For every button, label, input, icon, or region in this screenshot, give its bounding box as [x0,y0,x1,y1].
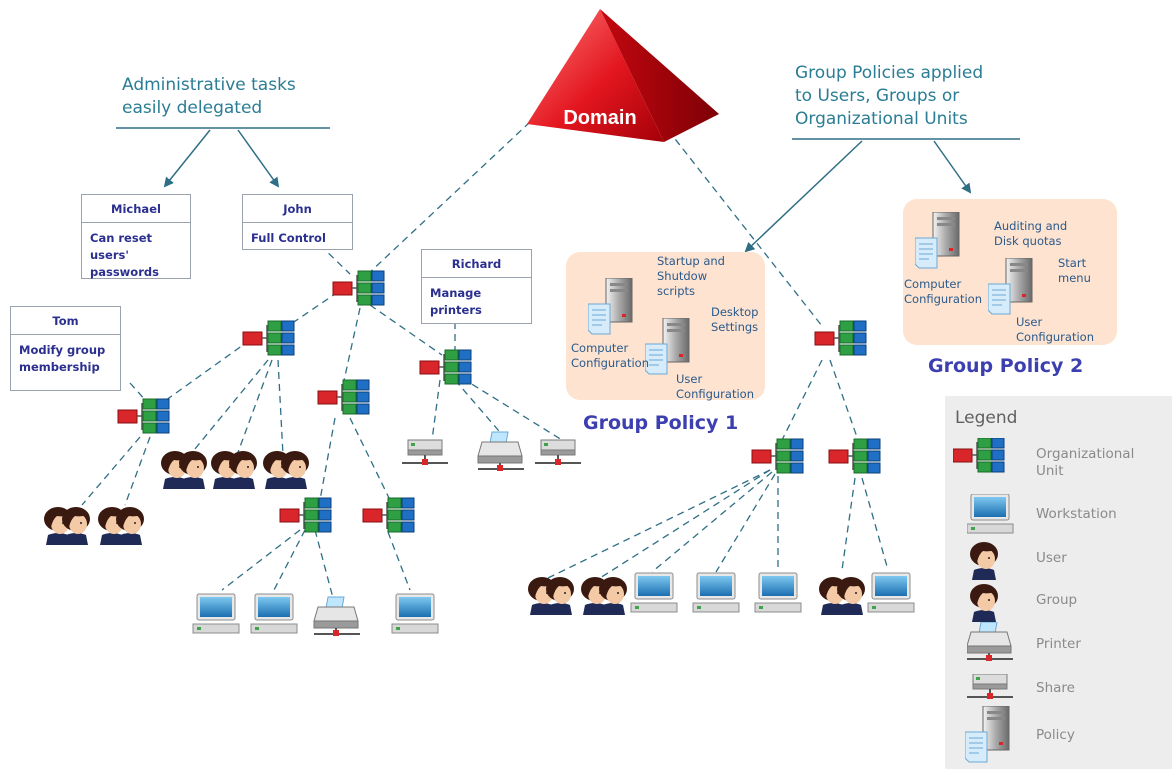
legend-label-printer: Printer [1036,636,1081,652]
group-6 [528,577,574,615]
workstation-3 [391,593,439,634]
workstation-6 [754,572,802,613]
printer-2 [477,431,525,472]
group-4 [44,507,90,545]
gp-callout-line-2: to Users, Groups or [795,86,960,106]
gp-callout-line-3: Organizational Units [795,109,968,129]
workstation-5 [692,572,740,613]
policy-icon [965,706,1010,763]
delegate-name-john: John [243,195,352,223]
gp2-auditing-label: Auditing and Disk quotas [994,219,1068,248]
ou-right-top [814,320,867,356]
group-8 [819,577,865,615]
gp-callout: Group Policies applied to Users, Groups … [795,62,983,131]
admin-callout: Administrative tasks easily delegated [122,74,296,120]
delegation-note-john: John Full Control [242,194,353,250]
ou-right-a [751,438,804,474]
share-icon [967,674,1014,700]
delegate-name-richard: Richard [422,250,531,278]
ou-left-bottom [279,497,332,533]
ou-right-b [828,438,881,474]
gp2-start-label: Start menu [1058,256,1091,285]
gp2-user-policy-icon [988,258,1033,315]
delegation-note-tom: Tom Modify group membership [10,306,121,391]
group-2 [211,451,257,489]
connector-lines [81,121,889,599]
workstation-icon [967,494,1014,534]
gp1-computer-label: Computer Configuration [571,341,649,370]
group-policy-2-title: Group Policy 2 [928,355,1084,377]
delegate-task-john: Full Control [251,231,326,245]
delegate-name-tom: Tom [11,307,120,335]
admin-arrow-michael [163,129,211,188]
gp-arrow-policy-1 [744,140,863,253]
gp1-user-policy-icon [645,318,690,375]
legend-label-user: User [1036,550,1067,566]
group-icon [970,584,998,622]
admin-callout-line-2: easily delegated [122,98,263,118]
workstation-4 [630,572,678,613]
share-1 [401,439,449,466]
ou-tom [117,398,170,434]
domain-pyramid: Domain [527,9,719,142]
gp-callout-line-1: Group Policies applied [795,63,984,83]
gp2-user-label: User Configuration [1016,315,1094,344]
admin-callout-line-1: Administrative tasks [122,75,296,95]
group-3 [263,451,309,489]
ou-richard [419,349,472,385]
group-5 [98,507,144,545]
workstation-2 [250,593,298,634]
delegate-task-richard: Manage printers [430,286,482,317]
group-7 [581,577,627,615]
gp1-computer-policy-icon [588,278,633,335]
legend-label-workstation: Workstation [1036,506,1117,522]
legend: Legend Organizational Unit Workstation U… [945,396,1172,769]
delegate-name-michael: Michael [82,195,190,223]
delegation-note-richard: Richard Manage printers [421,249,532,324]
legend-label-organizational-unit: Organizational Unit [1036,446,1135,479]
delegate-task-michael: Can reset users' passwords [90,231,159,279]
domain-label: Domain [563,107,636,129]
delegate-task-tom: Modify group membership [19,343,106,374]
ou-right-bottom [362,497,415,533]
share-2 [534,439,582,466]
workstation-7 [867,572,915,613]
user-icon [970,542,998,580]
workstation-1 [192,593,240,634]
gp1-startup-label: Startup and Shutdow scripts [657,254,725,298]
printer-1 [313,596,361,637]
gp2-computer-label: Computer Configuration [904,277,982,306]
printer-icon [967,622,1014,662]
ou-michael [242,320,295,356]
gp2-computer-policy-icon [915,212,960,269]
group-policy-1-title: Group Policy 1 [583,412,739,434]
gp1-desktop-label: Desktop Settings [711,305,759,334]
legend-label-policy: Policy [1036,727,1075,743]
gp-arrow-policy-2 [933,140,972,194]
gp1-user-label: User Configuration [676,372,754,401]
ou-mid [317,379,370,415]
admin-arrow-john [237,129,280,188]
legend-label-group: Group [1036,592,1078,608]
delegation-note-michael: Michael Can reset users' passwords [81,194,191,279]
legend-title: Legend [955,408,1018,428]
legend-label-share: Share [1036,680,1075,696]
group-1 [161,451,207,489]
ou-root [332,270,385,306]
organizational-unit-icon [953,438,1005,473]
